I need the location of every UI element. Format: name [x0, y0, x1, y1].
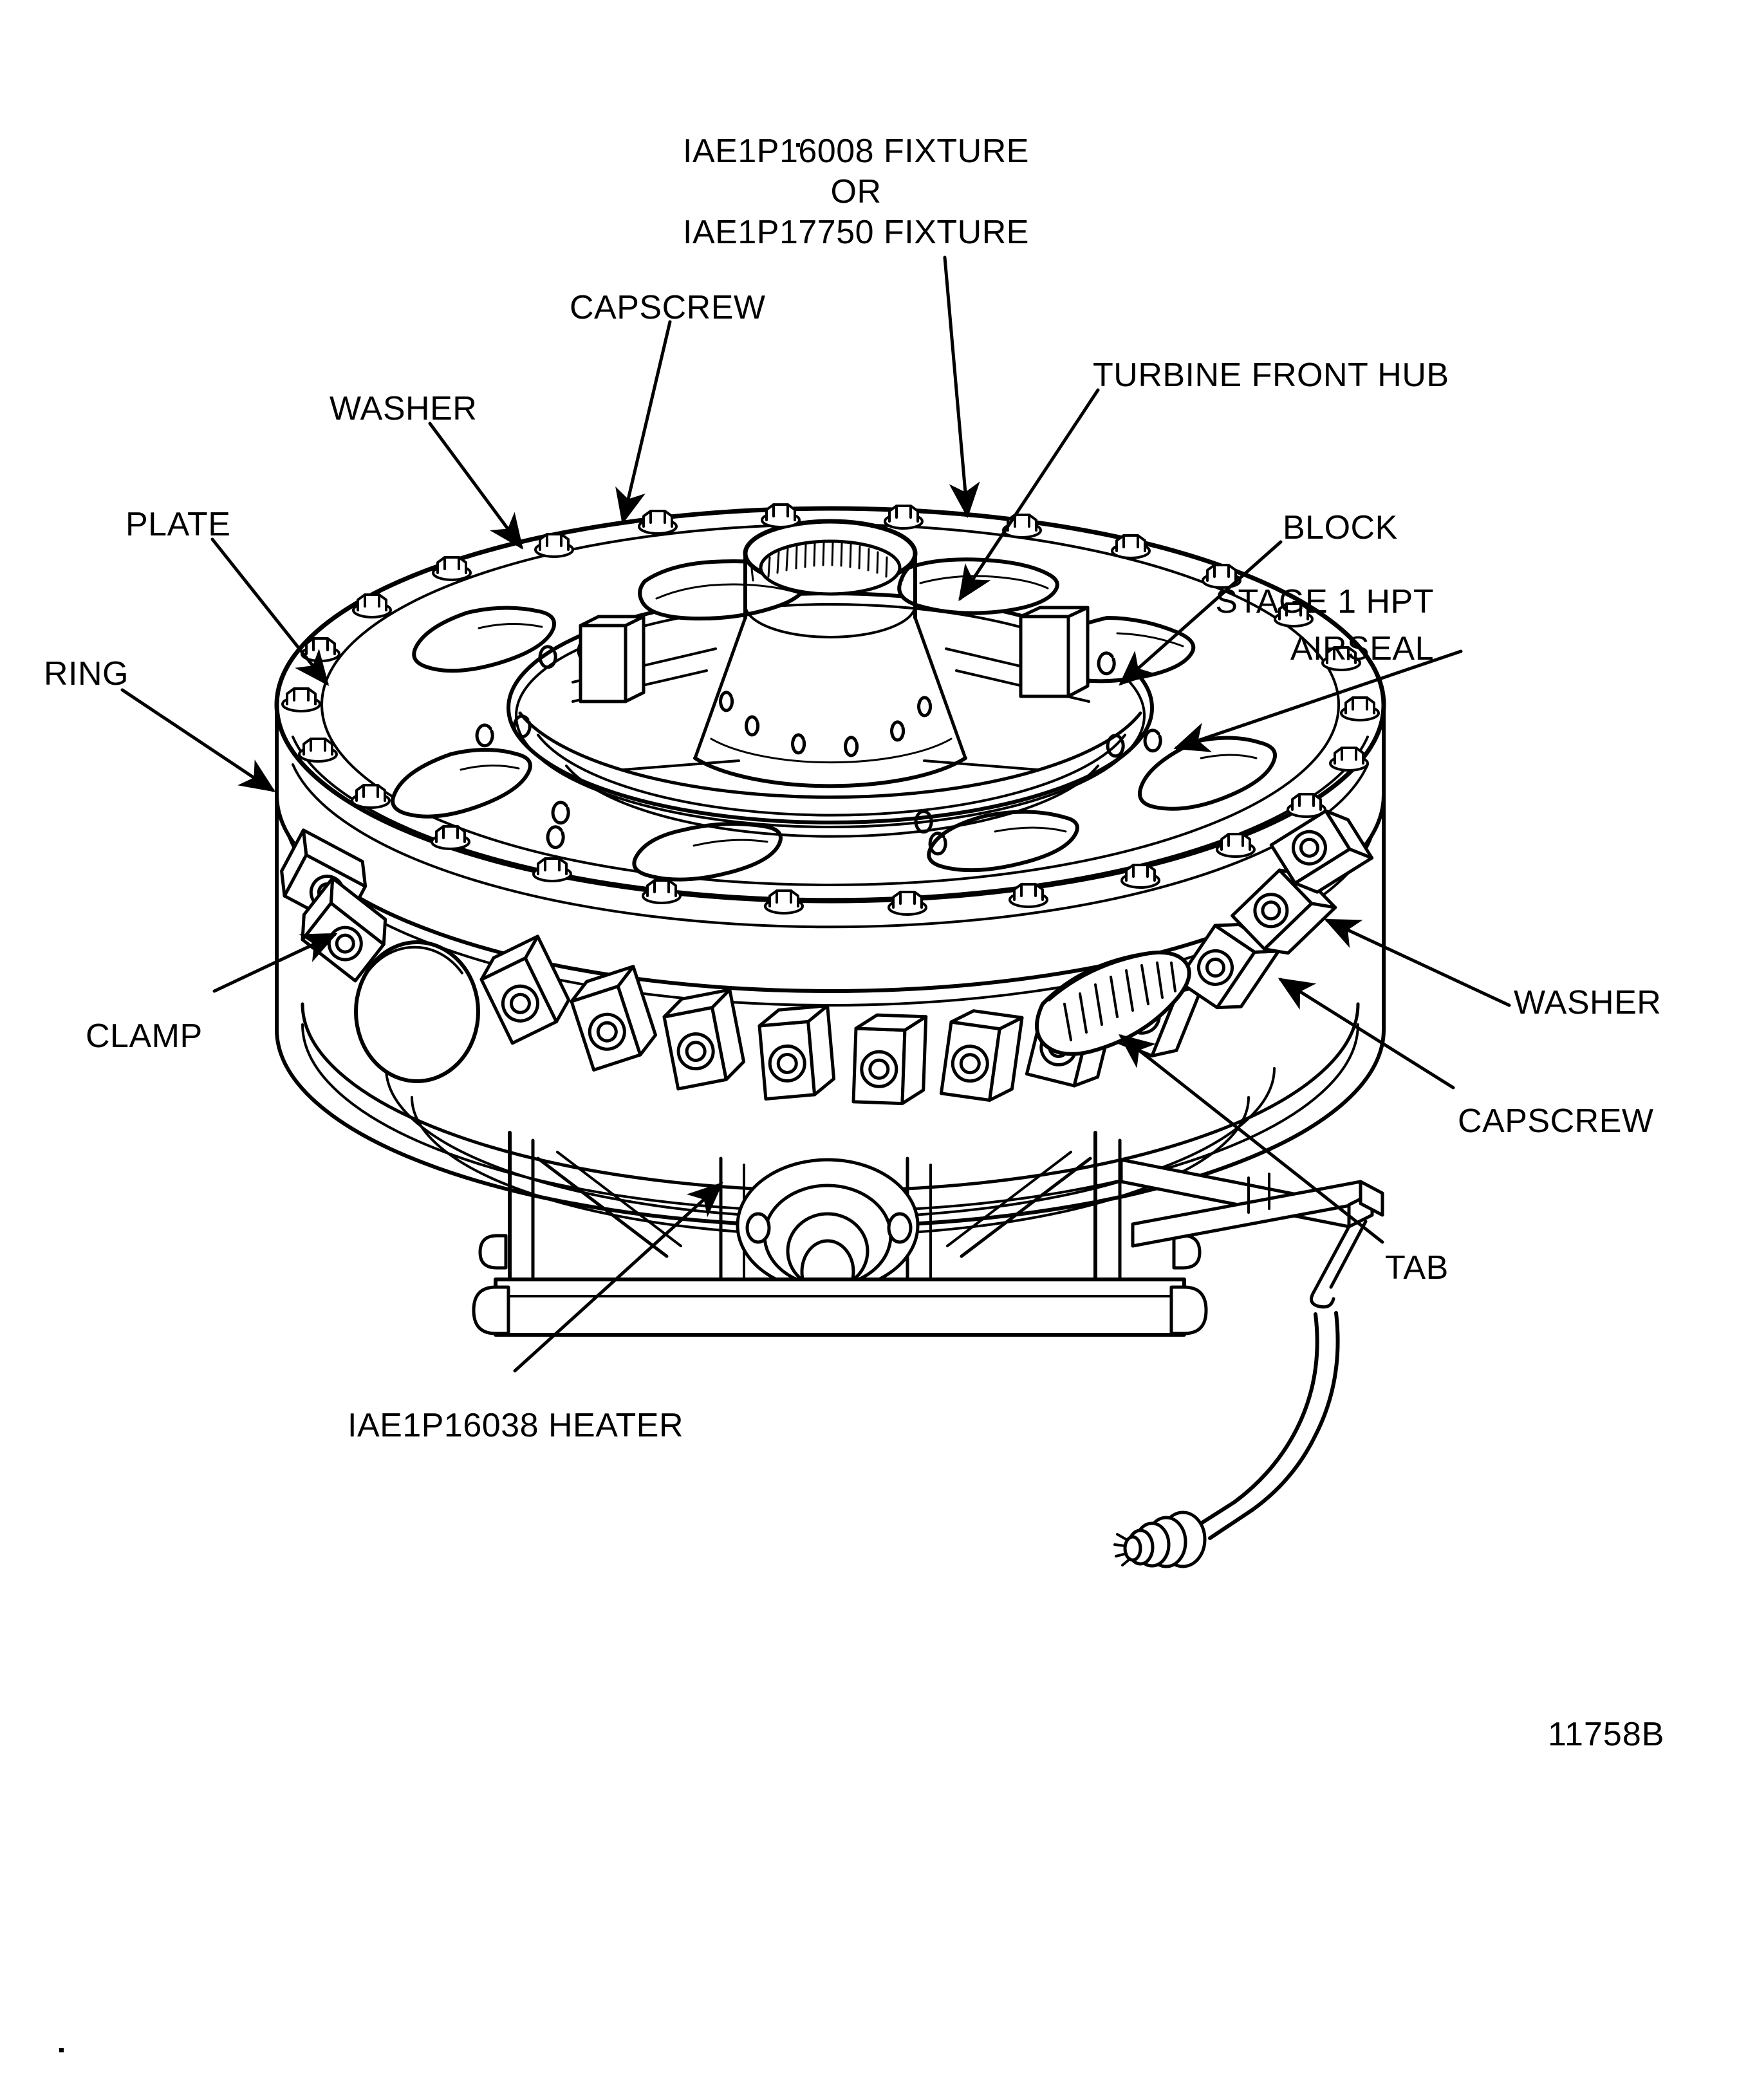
leader-capscrew-top: [615, 320, 672, 525]
leader-lines: [120, 256, 1511, 1373]
callout-block: BLOCK: [1283, 509, 1398, 546]
callout-washer-top: WASHER: [330, 390, 478, 427]
plate-face-detail: [321, 523, 1340, 886]
plate-part: [274, 506, 1386, 993]
figure-number: 11758B: [1548, 1716, 1665, 1753]
leader-washer-right: [1324, 918, 1511, 1007]
leader-capscrew-right: [1278, 978, 1455, 1090]
scan-artifact-dot-top: [796, 143, 800, 147]
leader-fixture: [943, 256, 980, 518]
callout-capscrew-top: CAPSCREW: [570, 289, 766, 326]
callout-ring: RING: [44, 655, 129, 692]
plate-fasteners: [281, 503, 1380, 916]
scan-artifact-dot-bottom: [59, 2048, 64, 2052]
turbine-front-hub: [518, 519, 1142, 838]
callout-clamp: CLAMP: [86, 1017, 203, 1055]
leader-tab: [1119, 1034, 1384, 1244]
leader-heater: [513, 1182, 723, 1373]
leader-turbine-hub: [958, 388, 1100, 602]
leader-plate: [210, 537, 330, 686]
heater-cable: [1113, 1311, 1340, 1568]
base-stand: [472, 1131, 1384, 1337]
callout-washer-right: WASHER: [1514, 984, 1662, 1021]
callout-fixture-or: OR: [830, 173, 882, 210]
callout-plate: PLATE: [126, 506, 231, 543]
leader-ring: [120, 688, 276, 792]
round-boss: [354, 940, 480, 1083]
callout-heater: IAE1P16038 HEATER: [348, 1407, 684, 1444]
leader-airseal: [1173, 649, 1463, 752]
callout-fixture-alternate: IAE1P17750 FIXTURE: [683, 214, 1029, 251]
callout-airseal: AIRSEAL: [1290, 630, 1434, 667]
callout-stage1-hpt: STAGE 1 HPT: [1215, 583, 1434, 620]
leader-block: [1119, 540, 1283, 686]
callout-fixture-primary: IAE1P16008 FIXTURE: [683, 133, 1029, 170]
callout-capscrew-right: CAPSCREW: [1458, 1102, 1654, 1140]
callout-tab: TAB: [1385, 1249, 1449, 1287]
block-part: [579, 606, 1090, 703]
callout-turbine-front-hub: TURBINE FRONT HUB: [1093, 357, 1449, 394]
leader-clamp: [212, 933, 338, 993]
leader-washer-top: [428, 422, 523, 550]
tab-part: [1035, 951, 1191, 1056]
